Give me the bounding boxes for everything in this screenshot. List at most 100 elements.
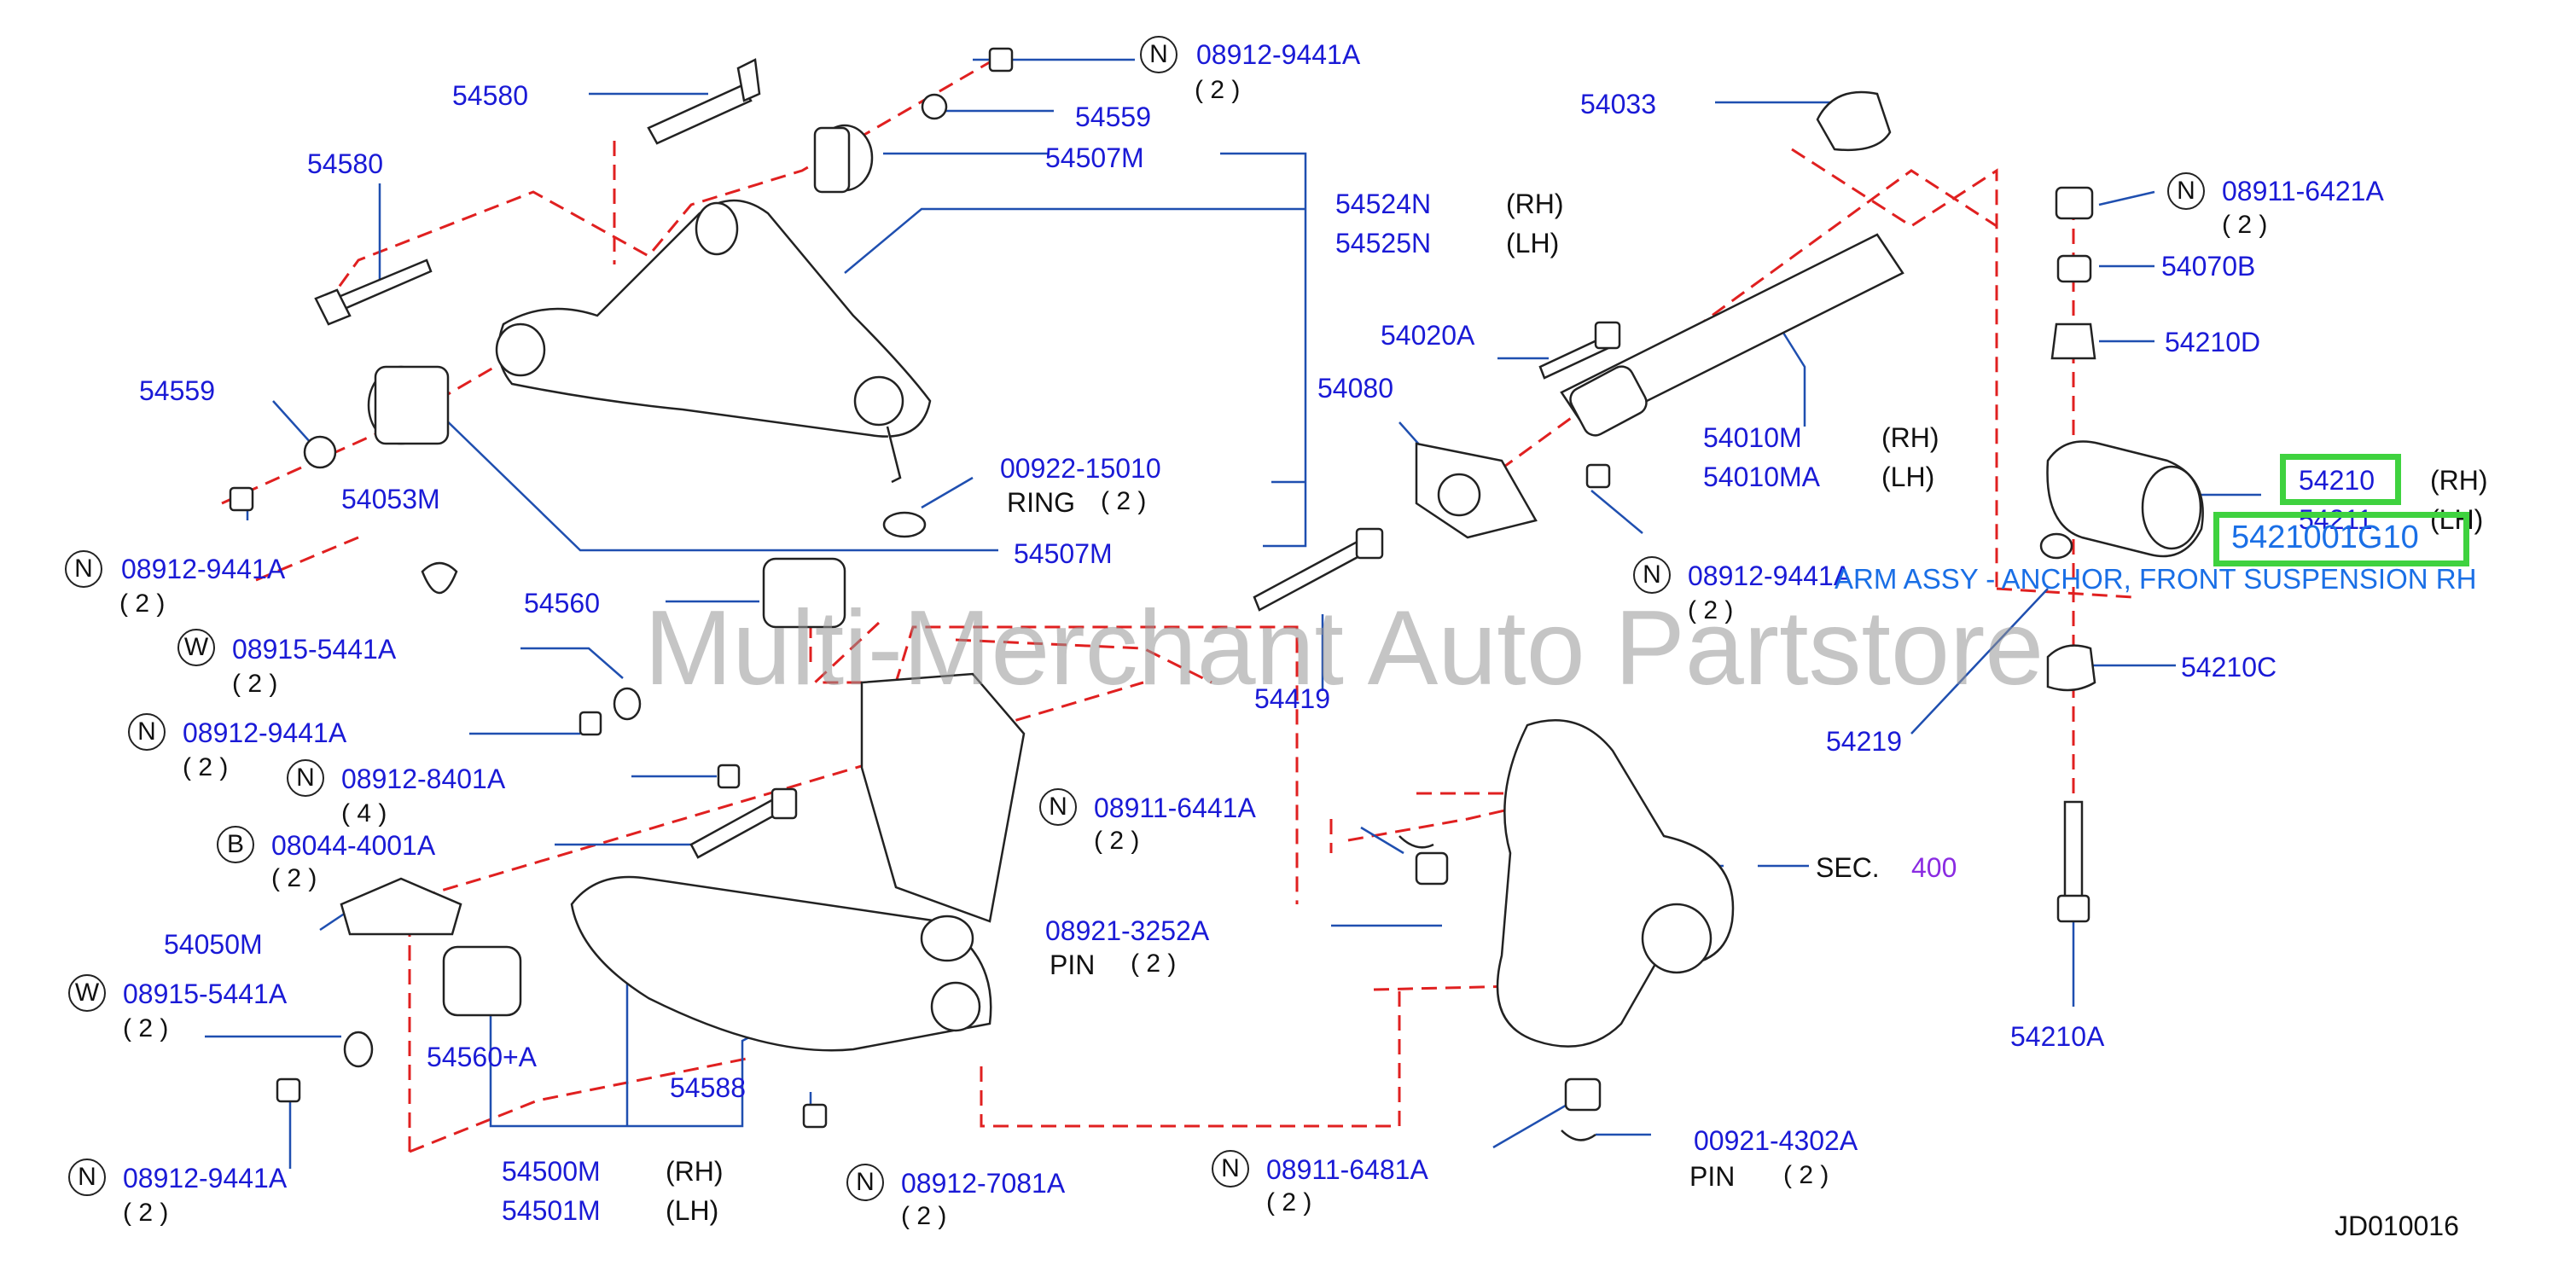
part-54500m[interactable]: 54500M: [502, 1156, 601, 1187]
highlight-part-number[interactable]: 5421001G10: [2231, 520, 2419, 555]
qty-08912-9441a-mid: ( 2 ): [183, 753, 229, 781]
part-54560a[interactable]: 54560+A: [427, 1042, 538, 1072]
part-54525n[interactable]: 54525N: [1335, 228, 1432, 258]
rh-54500m: (RH): [666, 1156, 724, 1187]
upper-ball-joint: [853, 375, 904, 427]
nut-top: [988, 47, 1014, 73]
part-08912-9441a-top[interactable]: 08912-9441A: [1196, 39, 1361, 70]
watermark-text: Multi-Merchant Auto Partstore: [644, 589, 2044, 707]
highlight-54210: [2280, 454, 2401, 505]
washer-top: [921, 93, 948, 120]
ring-label: RING: [1007, 487, 1075, 518]
parts-shapes: [229, 47, 2204, 1141]
section-label: SEC.: [1816, 852, 1880, 883]
part-08911-6421a[interactable]: 08911-6421A: [2222, 176, 2384, 206]
part-54219[interactable]: 54219: [1826, 726, 1902, 757]
part-54080[interactable]: 54080: [1317, 373, 1393, 404]
part-54559-top[interactable]: 54559: [1075, 102, 1151, 132]
part-54580-top[interactable]: 54580: [452, 80, 528, 111]
part-54524n[interactable]: 54524N: [1335, 189, 1432, 219]
lower-bracket: [860, 672, 1026, 923]
part-54053m[interactable]: 54053M: [341, 484, 440, 514]
part-54010ma[interactable]: 54010MA: [1703, 462, 1820, 492]
part-54501m[interactable]: 54501M: [502, 1195, 601, 1226]
upper-arm-bushing-left: [495, 322, 546, 377]
badge-b-4001a: B: [217, 826, 254, 863]
qty-08911-6441a: ( 2 ): [1094, 827, 1140, 855]
badge-n-7081a: N: [846, 1164, 884, 1201]
part-08912-8401a[interactable]: 08912-8401A: [341, 764, 506, 794]
part-54580-mid[interactable]: 54580: [307, 148, 383, 179]
lower-control-arm: [570, 875, 992, 1052]
part-08911-6441a[interactable]: 08911-6441A: [1094, 793, 1256, 823]
part-54419[interactable]: 54419: [1254, 683, 1330, 714]
lower-bushing-54588: [920, 915, 974, 962]
part-description-link[interactable]: ARM ASSY - ANCHOR, FRONT SUSPENSION RH: [1835, 563, 2477, 595]
qty-08915-5441a-bottom: ( 2 ): [123, 1014, 169, 1042]
rh-54210: (RH): [2430, 465, 2488, 496]
pin-08921: PIN: [1050, 950, 1096, 980]
bushing-54560a: [442, 945, 522, 1017]
badge-w-top: W: [177, 629, 215, 666]
washer-54559-top: [736, 58, 761, 102]
part-54010m[interactable]: 54010M: [1703, 422, 1802, 453]
qty-08912-9441a-bottom: ( 2 ): [123, 1199, 169, 1227]
qty-08912-9441a-top: ( 2 ): [1195, 76, 1241, 104]
badge-n-6481a: N: [1212, 1150, 1249, 1188]
lh-54211: (LH): [2430, 504, 2484, 535]
badge-n-left: N: [65, 550, 102, 588]
part-00922-15010[interactable]: 00922-15010: [1000, 453, 1161, 484]
part-08044-4001a[interactable]: 08044-4001A: [271, 830, 436, 861]
part-54507m-top[interactable]: 54507M: [1045, 142, 1144, 173]
part-54211[interactable]: 54211: [2299, 504, 2373, 535]
part-54210c[interactable]: 54210C: [2181, 652, 2277, 682]
part-08912-9441a-right[interactable]: 08912-9441A: [1688, 560, 1852, 591]
lower-ball-joint: [930, 981, 981, 1032]
part-54559-left[interactable]: 54559: [139, 375, 215, 406]
qty-08915-5441a-top: ( 2 ): [232, 670, 278, 698]
part-54588[interactable]: 54588: [670, 1072, 746, 1103]
part-08911-6481a[interactable]: 08911-6481A: [1266, 1154, 1428, 1185]
part-54210[interactable]: 54210: [2299, 465, 2375, 496]
badge-n-top: N: [1140, 36, 1178, 73]
badge-n-6441a: N: [1039, 788, 1077, 826]
qty-08921-3252a: ( 2 ): [1131, 950, 1177, 978]
part-54020a[interactable]: 54020A: [1381, 320, 1475, 351]
stopper-54050m: [340, 877, 462, 936]
part-54210a[interactable]: 54210A: [2010, 1021, 2105, 1052]
part-08912-9441a-mid[interactable]: 08912-9441A: [183, 717, 347, 748]
bushing-54210c: [2046, 644, 2096, 692]
upper-control-arm: [497, 199, 932, 438]
part-08921-3252a[interactable]: 08921-3252A: [1045, 915, 1210, 946]
badge-n-8401a: N: [287, 759, 324, 797]
washer-54070b: [2056, 254, 2092, 283]
pin-00921: PIN: [1689, 1161, 1736, 1192]
upper-arm-bushing-top: [695, 201, 739, 256]
part-54560[interactable]: 54560: [524, 588, 600, 618]
part-00921-4302a[interactable]: 00921-4302A: [1694, 1125, 1858, 1156]
part-54210d[interactable]: 54210D: [2165, 327, 2261, 357]
ring-00922: [882, 511, 927, 538]
bolt-54580-top: [647, 84, 753, 145]
qty-00921-4302a: ( 2 ): [1783, 1161, 1829, 1189]
part-54070b[interactable]: 54070B: [2161, 251, 2256, 282]
qty-08911-6421a: ( 2 ): [2222, 211, 2268, 239]
part-08912-9441a-left[interactable]: 08912-9441A: [121, 554, 286, 584]
part-54507m-bottom[interactable]: 54507M: [1014, 538, 1113, 569]
part-08915-5441a-top[interactable]: 08915-5441A: [232, 634, 397, 665]
ring-54219: [2039, 532, 2073, 560]
lh-54501m: (LH): [666, 1195, 719, 1226]
bushing-54210d: [2050, 322, 2096, 360]
cap-54033: [1816, 90, 1892, 151]
rh-54524n: (RH): [1506, 189, 1564, 219]
qty-08912-9441a-right: ( 2 ): [1688, 596, 1734, 624]
bolt-54210a: [2063, 800, 2084, 906]
section-number[interactable]: 400: [1911, 852, 1957, 883]
qty-08912-9441a-left: ( 2 ): [119, 589, 166, 618]
part-54033[interactable]: 54033: [1580, 89, 1656, 119]
part-08915-5441a-bottom[interactable]: 08915-5441A: [123, 979, 288, 1009]
part-54050m[interactable]: 54050M: [164, 929, 263, 960]
diagram-code: JD010016: [2335, 1211, 2459, 1241]
part-08912-7081a[interactable]: 08912-7081A: [901, 1168, 1066, 1199]
part-08912-9441a-bottom[interactable]: 08912-9441A: [123, 1163, 288, 1193]
